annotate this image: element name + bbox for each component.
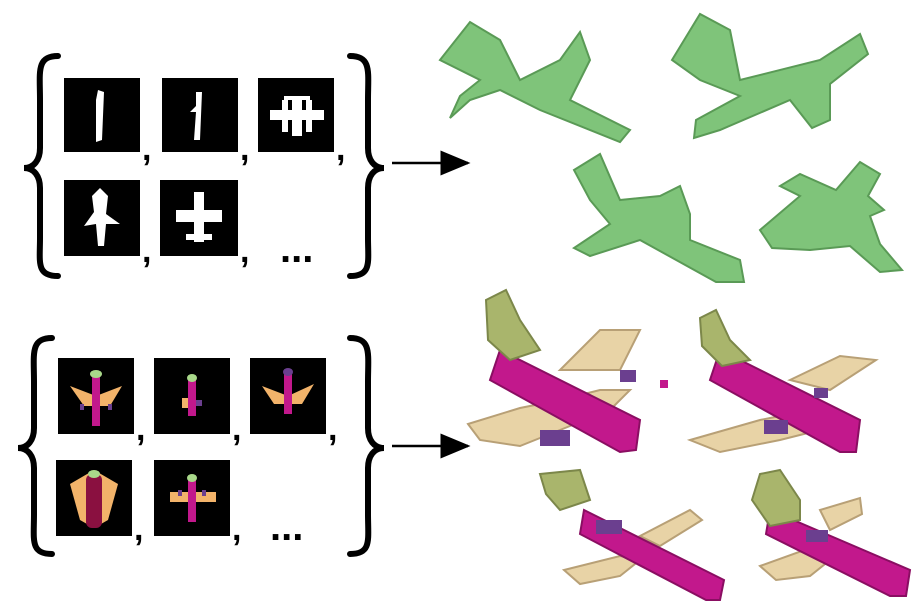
separator: , bbox=[134, 510, 143, 548]
separator: , bbox=[336, 130, 345, 168]
segmentation-thumbnail bbox=[154, 460, 230, 536]
separator: , bbox=[232, 510, 241, 548]
segmentation-thumbnail bbox=[56, 460, 132, 536]
separator: , bbox=[240, 130, 249, 168]
segmentation-thumbnail bbox=[250, 358, 326, 434]
voxel-airplane-green bbox=[572, 152, 746, 283]
separator: , bbox=[142, 130, 151, 168]
separator: , bbox=[232, 410, 241, 448]
separator: , bbox=[136, 410, 145, 448]
separator: , bbox=[240, 232, 249, 270]
voxel-airplane-segmented bbox=[686, 308, 879, 454]
row-part-segmentations: , , , , bbox=[17, 288, 912, 601]
segmentation-thumbnail bbox=[154, 358, 230, 434]
voxel-airplane-green bbox=[670, 12, 870, 140]
voxel-airplane-segmented bbox=[538, 468, 726, 601]
row-silhouettes: , , , , , ... bbox=[23, 12, 905, 283]
separator: , bbox=[142, 232, 151, 270]
silhouette-thumbnail bbox=[258, 78, 334, 152]
voxel-airplane-segmented bbox=[466, 288, 668, 454]
silhouette-thumbnail bbox=[162, 78, 238, 152]
left-brace-2 bbox=[17, 335, 55, 557]
separator: , bbox=[328, 410, 337, 448]
right-brace-1 bbox=[347, 53, 385, 279]
right-brace-2 bbox=[347, 335, 385, 557]
silhouette-thumbnail bbox=[64, 180, 140, 256]
silhouette-thumbnail bbox=[160, 180, 238, 256]
voxel-airplane-green bbox=[758, 160, 905, 274]
segmentation-thumbnail bbox=[58, 358, 134, 434]
left-brace-1 bbox=[23, 53, 61, 279]
voxel-airplane-green bbox=[438, 20, 632, 144]
ellipsis: ... bbox=[280, 227, 313, 271]
ellipsis: ... bbox=[270, 505, 303, 549]
silhouette-thumbnail bbox=[64, 78, 140, 152]
voxel-airplane-segmented bbox=[750, 468, 912, 597]
